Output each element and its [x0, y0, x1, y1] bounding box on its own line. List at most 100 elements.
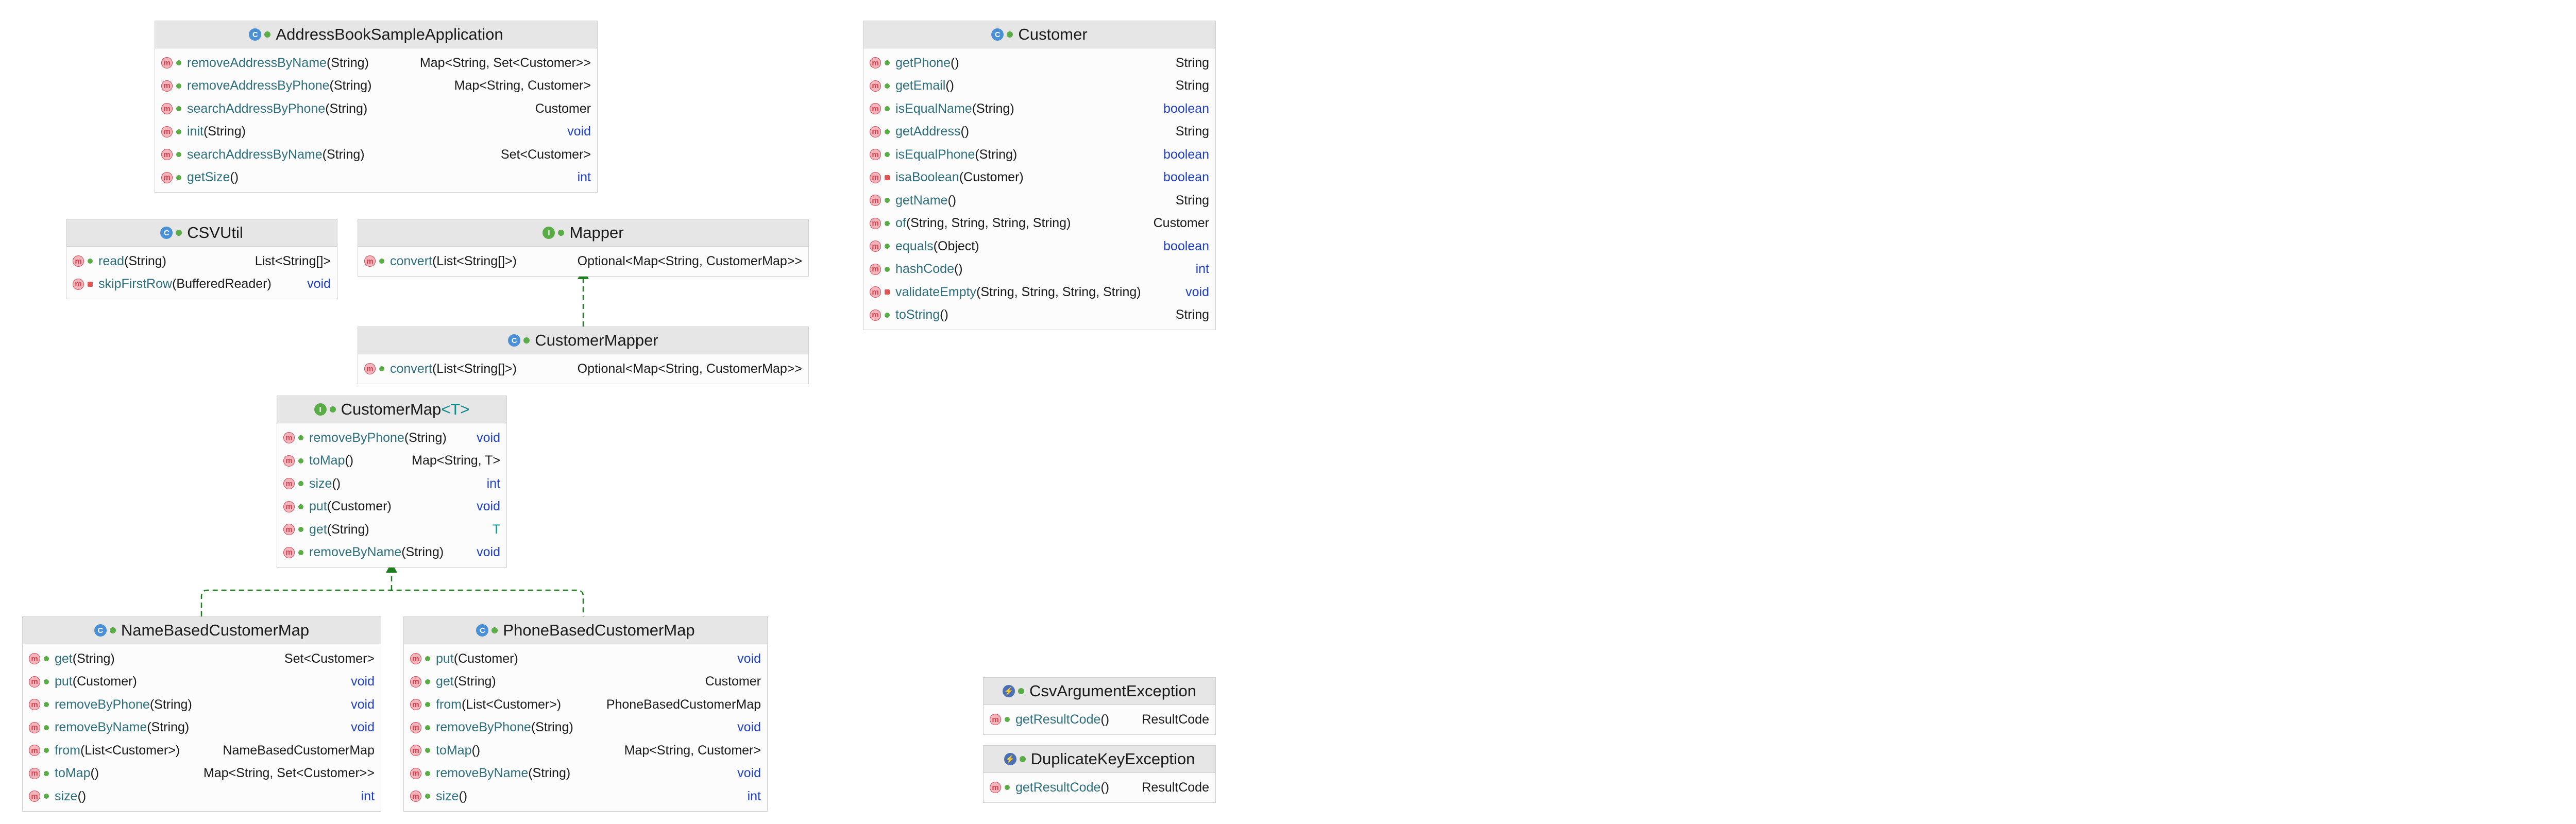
method-params: ()	[947, 193, 957, 208]
class-header[interactable]: ⚡CsvArgumentException	[984, 678, 1215, 705]
public-visibility-icon	[298, 435, 304, 441]
exception-class-icon: ⚡	[1003, 685, 1015, 697]
method-icon: m	[283, 455, 295, 467]
method-name: removeByPhone	[309, 430, 404, 445]
method-icon: m	[29, 722, 40, 733]
method-name: get	[309, 522, 327, 537]
method-name: toMap	[436, 743, 472, 758]
method-icon: m	[283, 546, 295, 558]
method-name: searchAddressByName	[187, 147, 323, 162]
method-params: (String)	[404, 430, 447, 445]
method-icon: m	[870, 195, 881, 207]
method-name: equals	[895, 238, 934, 253]
public-visibility-icon	[884, 129, 890, 135]
public-visibility-icon	[425, 793, 431, 799]
method-icon: m	[410, 676, 421, 688]
method-signature: put(Customer)	[309, 499, 392, 514]
method-icon: m	[990, 714, 1001, 726]
class-header[interactable]: ⚡DuplicateKeyException	[984, 746, 1215, 773]
method-params: (String)	[326, 55, 369, 70]
method-signature: removeByName(String)	[436, 766, 570, 781]
class-name: CustomerMapper	[535, 331, 658, 349]
method-signature: put(Customer)	[436, 651, 518, 666]
method-name: getAddress	[895, 124, 961, 139]
public-visibility-icon	[425, 725, 431, 731]
method-icon: m	[283, 478, 295, 490]
method-params: (Object)	[933, 238, 979, 253]
method-params: (String)	[531, 720, 573, 735]
public-visibility-icon	[43, 656, 49, 662]
return-type: String	[1175, 78, 1209, 93]
method-name: hashCode	[895, 262, 954, 277]
method-params: (Customer)	[959, 170, 1024, 185]
method-signature: toString()	[895, 307, 948, 322]
method-signature: getEmail()	[895, 78, 954, 93]
class-icon: C	[991, 28, 1004, 41]
method-name: getResultCode	[1015, 712, 1101, 727]
method-params: ()	[459, 788, 468, 803]
